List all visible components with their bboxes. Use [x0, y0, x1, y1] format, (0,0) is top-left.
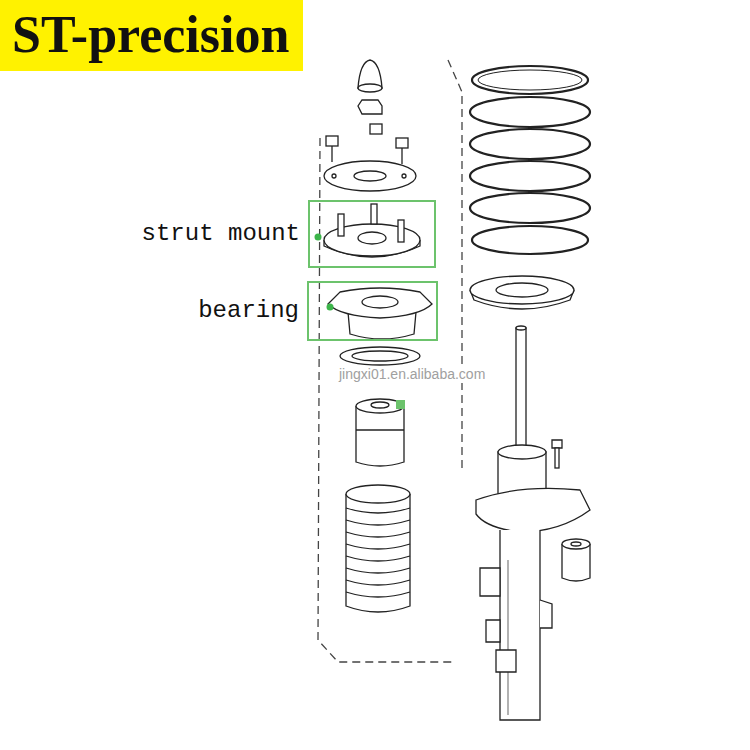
guide-line	[448, 60, 462, 472]
spring-seat	[496, 283, 548, 297]
bushing	[571, 542, 581, 546]
strut-bracket	[486, 620, 500, 642]
marker-square	[396, 400, 405, 409]
ring	[340, 347, 420, 365]
bolt-hole	[332, 174, 336, 178]
bump-stop	[371, 402, 389, 408]
bearing	[328, 288, 432, 318]
title-banner: ST-precision	[0, 0, 303, 71]
mount-stud	[398, 220, 404, 242]
strut-tube	[500, 530, 540, 720]
spring-perch	[476, 488, 590, 532]
title-text: ST-precision	[0, 0, 303, 71]
highlight-box: strut mount	[308, 200, 436, 268]
nut	[358, 100, 382, 114]
washer-plate	[324, 161, 416, 191]
part-name: bearing	[198, 299, 299, 323]
boot-bellows	[346, 508, 410, 597]
dust-cap	[358, 84, 382, 92]
dust-boot	[346, 485, 410, 503]
bushing	[562, 539, 590, 549]
dust-boot	[346, 494, 410, 612]
stud-line	[401, 148, 402, 164]
coil-spring	[470, 66, 590, 254]
strut-bracket	[540, 600, 552, 628]
highlight-box: bearing	[307, 281, 438, 341]
piston-rod	[516, 328, 526, 452]
marker-dot	[315, 234, 322, 241]
bump-stop	[356, 399, 404, 413]
marker-dot	[327, 304, 334, 311]
bolt	[552, 440, 562, 448]
part-name: strut mount	[142, 222, 300, 246]
strut-shade	[507, 560, 508, 715]
mount-stud	[371, 204, 377, 224]
strut-bracket	[496, 650, 516, 672]
spring-seat	[470, 276, 574, 304]
strut-top	[498, 445, 546, 459]
mount-stud	[338, 214, 344, 236]
strut-bracket	[480, 568, 500, 596]
bump-stop	[356, 429, 404, 430]
stud-line	[331, 146, 332, 162]
ring	[352, 351, 408, 361]
nut	[370, 124, 382, 134]
washer-hole	[354, 171, 386, 181]
piston-rod	[516, 326, 526, 330]
bump-stop	[356, 406, 404, 466]
strut-mount-hole	[358, 232, 386, 244]
bolt-hole	[402, 174, 406, 178]
bolt	[555, 448, 559, 468]
nut	[396, 138, 408, 148]
bearing-hole	[362, 296, 398, 308]
watermark: jingxi01.en.alibaba.com	[337, 366, 487, 383]
nut	[326, 136, 338, 146]
